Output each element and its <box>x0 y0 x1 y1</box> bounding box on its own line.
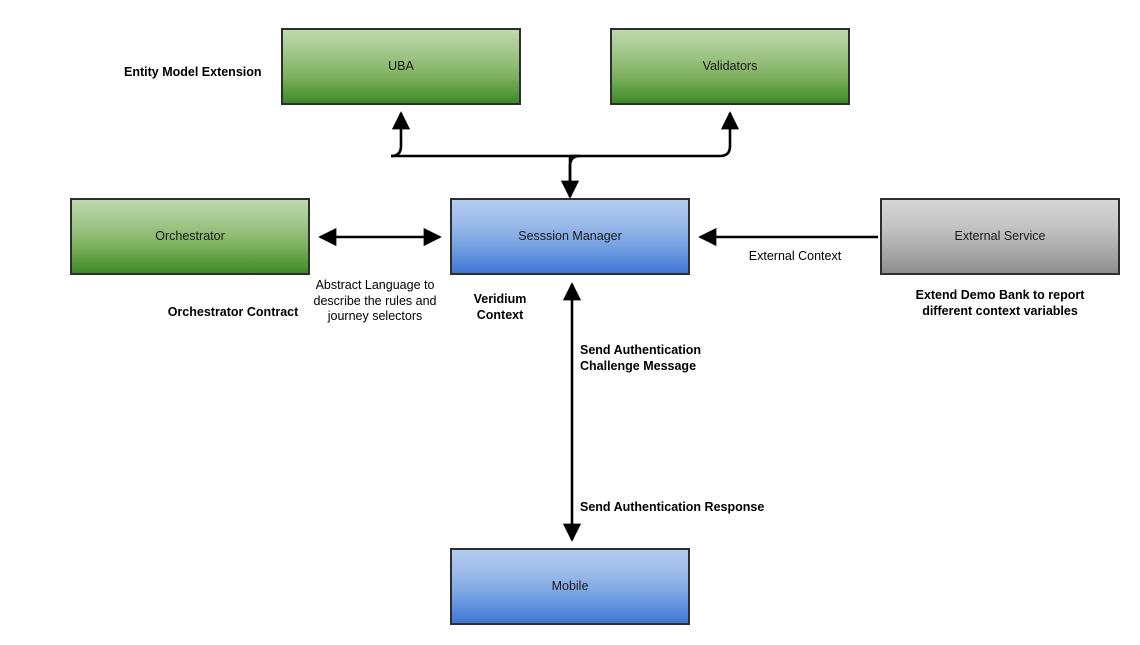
node-validators[interactable]: Validators <box>610 28 850 105</box>
node-external-service[interactable]: External Service <box>880 198 1120 275</box>
node-mobile-label: Mobile <box>551 579 589 593</box>
annotation-veridium-context: Veridium Context <box>473 292 527 322</box>
annotation-send-auth-response: Send Authentication Response <box>580 500 765 514</box>
annotation-send-auth-challenge: Send Authentication Challenge Message <box>580 343 702 373</box>
node-session-manager[interactable]: Sesssion Manager <box>450 198 690 275</box>
annotation-external-context: External Context <box>748 249 842 263</box>
node-mobile[interactable]: Mobile <box>450 548 690 625</box>
node-orchestrator-label: Orchestrator <box>155 229 225 243</box>
node-uba-label: UBA <box>388 59 414 73</box>
node-orchestrator[interactable]: Orchestrator <box>70 198 310 275</box>
node-external-service-label: External Service <box>954 229 1046 243</box>
node-session-manager-label: Sesssion Manager <box>518 229 622 243</box>
annotation-extend-demo-bank: Extend Demo Bank to report different con… <box>915 288 1085 318</box>
annotation-orchestrator-contract: Orchestrator Contract <box>167 305 299 319</box>
node-validators-label: Validators <box>702 59 758 73</box>
annotation-entity-model-extension: Entity Model Extension <box>124 65 262 79</box>
edge-session-manager-to-top-nodes <box>390 111 740 199</box>
annotation-abstract-language: Abstract Language to describe the rules … <box>313 278 437 324</box>
node-uba[interactable]: UBA <box>281 28 521 105</box>
